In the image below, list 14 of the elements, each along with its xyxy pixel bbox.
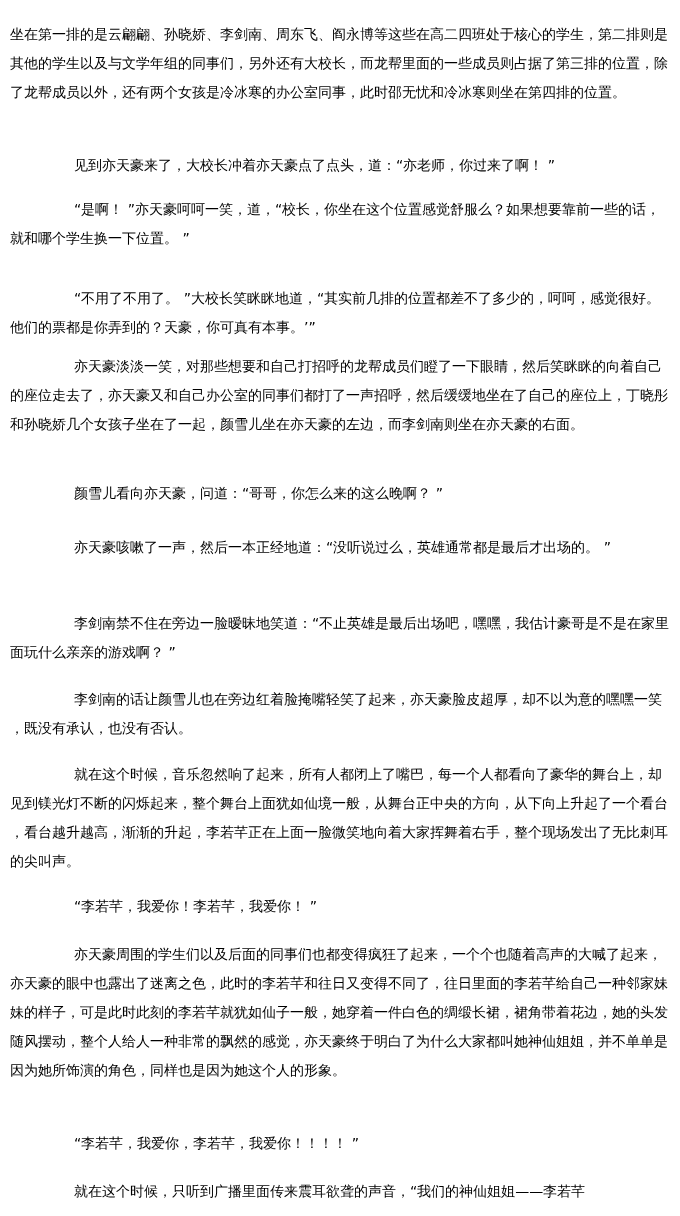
- paragraph: 李剑南禁不住在旁边一脸暧昧地笑道：“不止英雄是最后出场吧，嘿嘿，我估计豪哥是不是在家里面玩什么亲亲的游戏啊？ ”: [10, 614, 671, 662]
- paragraph: 亦天豪周围的学生们以及后面的同事们也都变得疯狂了起来，一个个也随着高声的大喊了起来，亦天豪的眼中也露出了迷离之色，此时的李若芊和往日又变得不同了，往日里面的李若芊给自己一种邻家妹妹的样子，可是此时此刻的李若芊就犹如仙子一般，她穿着一件白色的绸缎长裙，裙角带着花边，她的头发随风摆动，整个人给人一种非常的飘然的感觉，亦天豪终于明白了为什么大家都叫她神仙姐姐，并不单单是因为她所饰演的角色，同样也是因为她这个人的形象。: [10, 945, 669, 1080]
- paragraph: 颜雪儿看向亦天豪，问道：“哥哥，你怎么来的这么晚啊？ ”: [73, 484, 444, 503]
- paragraph: 就在这个时候，只听到广播里面传来震耳欲聋的声音，“我们的神仙姐姐——李若芊: [73, 1182, 587, 1201]
- paragraph: “李若芊，我爱你！李若芊，我爱你！ ”: [73, 897, 318, 916]
- paragraph: 李剑南的话让颜雪儿也在旁边红着脸掩嘴轻笑了起来，亦天豪脸皮超厚，却不以为意的嘿嘿一笑，既没有承认，也没有否认。: [10, 690, 663, 738]
- paragraph: 亦天豪淡淡一笑，对那些想要和自己打招呼的龙帮成员们瞪了一下眼睛，然后笑眯眯的向着自己的座位走去了，亦天豪又和自己办公室的同事们都打了一声招呼，然后缓缓地坐在了自己的座位上，丁晓彤和孙晓娇几个女孩子坐在了一起，颜雪儿坐在亦天豪的左边，而李剑南则坐在亦天豪的右面。: [10, 357, 669, 434]
- paragraph: “李若芊，我爱你，李若芊，我爱你！！！！ ”: [73, 1134, 360, 1153]
- paragraph: “不用了不用了。 ”大校长笑眯眯地道，“其实前几排的位置都差不了多少的，呵呵，感觉很好。他们的票都是你弄到的？天豪，你可真有本事。’”: [10, 289, 662, 337]
- paragraph: “是啊！ ”亦天豪呵呵一笑，道，“校长，你坐在这个位置感觉舒服么？如果想要靠前一些的话，就和哪个学生换一下位置。 ”: [10, 200, 662, 248]
- paragraph: 见到亦天豪来了，大校长冲着亦天豪点了点头，道：“亦老师，你过来了啊！ ”: [73, 156, 556, 175]
- paragraph: 坐在第一排的是云翩翩、孙晓娇、李剑南、周东飞、阎永博等这些在高二四班处于核心的学生，第二排则是其他的学生以及与文学年组的同事们，另外还有大校长，而龙帮里面的一些成员则占据了第三排的位置，除了龙帮成员以外，还有两个女孩是冷冰寒的办公室同事，此时邵无忧和冷冰寒则坐在第四排的位置。: [10, 25, 669, 102]
- paragraph: 就在这个时候，音乐忽然响了起来，所有人都闭上了嘴巴，每一个人都看向了豪华的舞台上，却见到镁光灯不断的闪烁起来，整个舞台上面犹如仙境一般，从舞台正中央的方向，从下向上升起了一个看台，看台越升越高，渐渐的升起，李若芊正在上面一脸微笑地向着大家挥舞着右手，整个现场发出了无比刺耳的尖叫声。: [10, 765, 669, 871]
- paragraph: 亦天豪咳嗽了一声，然后一本正经地道：“没听说过么，英雄通常都是最后才出场的。 ”: [73, 538, 612, 557]
